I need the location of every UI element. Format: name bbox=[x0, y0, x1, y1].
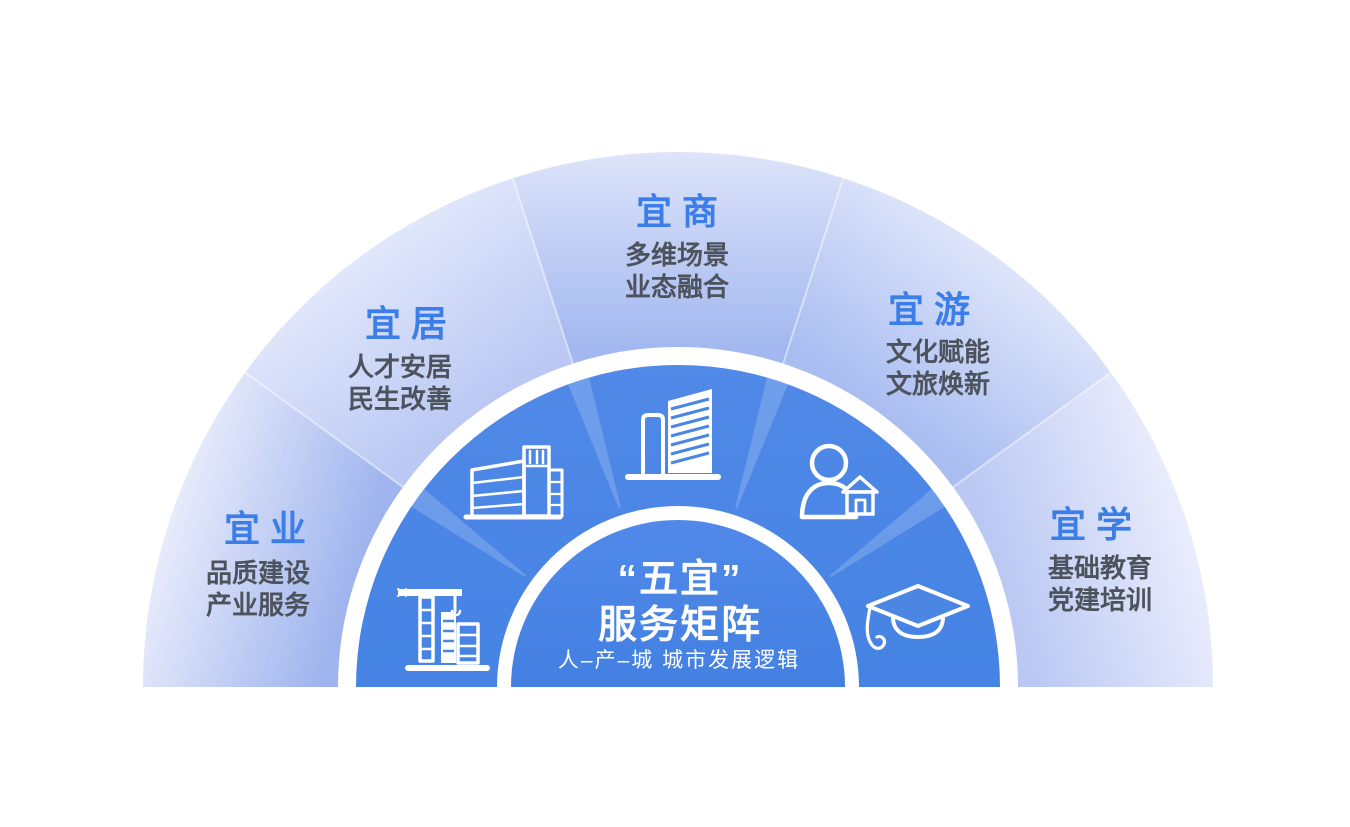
office-building-icon bbox=[625, 389, 721, 480]
segment-line: 多维场景 bbox=[625, 240, 729, 270]
segment-label-yiju: 宜居 人才安居 民生改善 bbox=[348, 303, 457, 414]
icon-ring-seams bbox=[411, 377, 945, 578]
segment-labels: 宜业 品质建设 产业服务 宜居 人才安居 民生改善 宜商 多维场景 业态融合 宜… bbox=[206, 191, 1152, 620]
segment-line: 基础教育 bbox=[1048, 553, 1152, 583]
segment-title: 宜游 bbox=[888, 289, 980, 330]
person-home-icon bbox=[799, 443, 879, 520]
outer-ring bbox=[142, 152, 1213, 687]
segment-line: 品质建设 bbox=[206, 558, 310, 588]
segment-title: 宜业 bbox=[224, 508, 316, 549]
wedge-yishang bbox=[512, 152, 844, 364]
center-title-line1: “五宜” bbox=[617, 558, 742, 601]
segment-line: 文旅焕新 bbox=[886, 369, 990, 399]
segment-line: 产业服务 bbox=[206, 590, 310, 620]
icon-ring-band bbox=[356, 365, 1000, 687]
segment-title: 宜学 bbox=[1050, 504, 1142, 545]
residential-complex-icon bbox=[463, 445, 564, 520]
segment-title: 宜居 bbox=[365, 303, 457, 344]
center-title-line2: 服务矩阵 bbox=[598, 604, 762, 647]
segment-line: 业态融合 bbox=[625, 272, 730, 302]
wedge-seams bbox=[244, 177, 1112, 488]
graduation-cap-icon bbox=[865, 584, 970, 650]
center-subtitle: 人–产–城 城市发展逻辑 bbox=[558, 649, 800, 672]
center-half-circle bbox=[511, 520, 845, 687]
center-disc: “五宜” 服务矩阵 人–产–城 城市发展逻辑 bbox=[511, 520, 845, 687]
segment-label-yiye: 宜业 品质建设 产业服务 bbox=[206, 508, 316, 620]
wedge-yiju bbox=[245, 178, 573, 488]
segment-label-yiyou: 宜游 文化赋能 文旅焕新 bbox=[886, 289, 990, 399]
wedge-yiye bbox=[142, 372, 403, 687]
segment-line: 文化赋能 bbox=[886, 337, 990, 367]
wedge-yixue bbox=[953, 372, 1213, 687]
segment-line: 民生改善 bbox=[348, 384, 452, 414]
segment-line: 人才安居 bbox=[348, 352, 452, 382]
segment-label-yishang: 宜商 多维场景 业态融合 bbox=[625, 191, 730, 302]
icon-ring bbox=[356, 365, 1000, 687]
segment-title: 宜商 bbox=[636, 191, 728, 232]
segment-label-yixue: 宜学 基础教育 党建培训 bbox=[1048, 504, 1152, 615]
segment-line: 党建培训 bbox=[1048, 585, 1152, 615]
wedge-yiyou bbox=[783, 178, 1111, 488]
construction-crane-icon bbox=[397, 588, 490, 671]
